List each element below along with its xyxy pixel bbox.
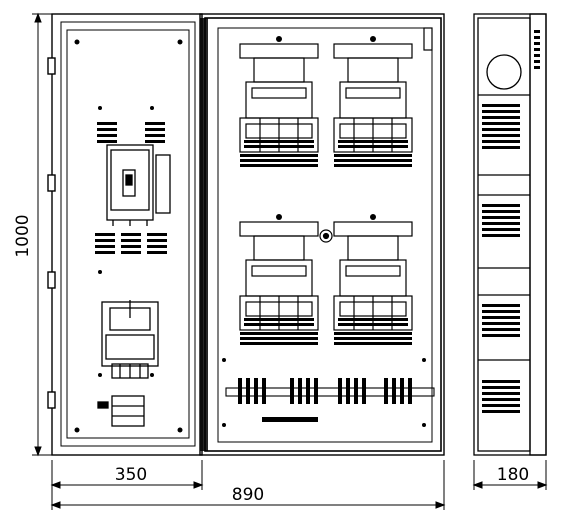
transformer (97, 395, 145, 427)
right-cabinet-section (199, 13, 445, 456)
main-breaker (106, 144, 171, 226)
switch-units (239, 27, 433, 346)
height-dimension-label: 1000 (13, 214, 33, 257)
dimension-lines (32, 12, 548, 510)
left-width-dimension-label: 350 (115, 465, 147, 485)
terminal-rail (222, 358, 435, 427)
switch-unit-bottom-left (239, 213, 319, 346)
switch-unit-top-right (333, 35, 413, 168)
side-view (473, 13, 547, 456)
total-width-dimension-label: 890 (232, 485, 264, 505)
lower-switch-unit (101, 300, 159, 379)
switch-unit-bottom-right (333, 213, 413, 346)
switch-unit-top-left (239, 35, 319, 168)
depth-dimension-label: 180 (497, 465, 529, 485)
left-section-components (74, 39, 183, 433)
